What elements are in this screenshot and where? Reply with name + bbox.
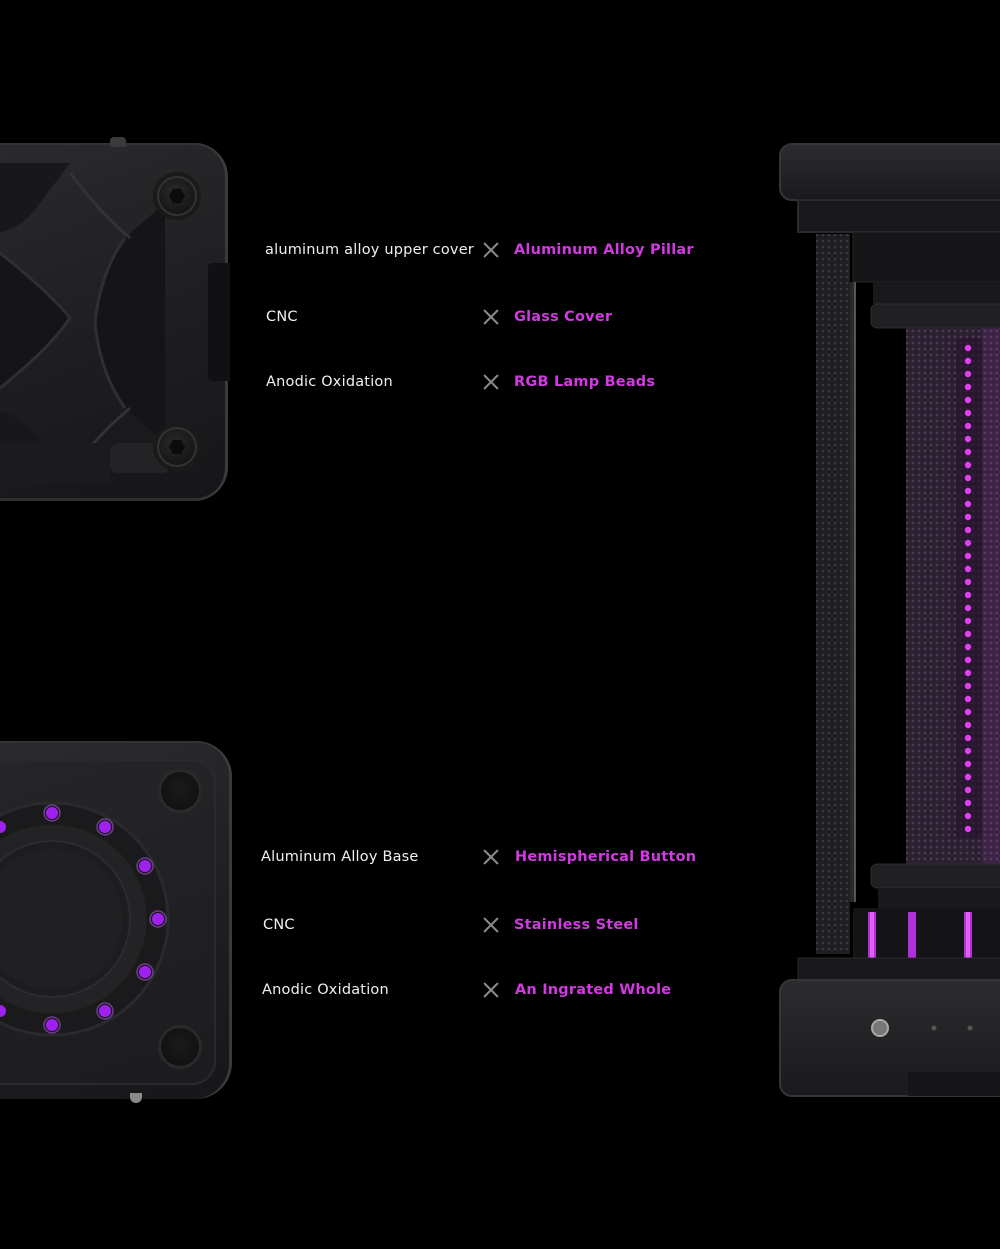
- spec-row: Anodic Oxidation An Ingrated Whole: [0, 975, 1000, 1005]
- rgb-lamp-bead: [964, 474, 972, 482]
- rgb-lamp-bead: [964, 825, 972, 833]
- x-icon: [483, 982, 499, 998]
- rgb-lamp-bead: [964, 630, 972, 638]
- x-icon: [483, 849, 499, 865]
- spec-process-label: aluminum alloy upper cover: [265, 242, 474, 258]
- spec-process-label: CNC: [263, 917, 295, 933]
- rgb-lamp-bead: [964, 669, 972, 677]
- spec-process-label: Anodic Oxidation: [266, 374, 393, 390]
- spec-feature-label: Hemispherical Button: [515, 849, 697, 865]
- rgb-lamp-bead: [964, 487, 972, 495]
- rgb-lamp-bead: [964, 799, 972, 807]
- rgb-lamp-bead: [964, 591, 972, 599]
- rgb-lamp-bead: [964, 812, 972, 820]
- spec-process-label: Anodic Oxidation: [262, 982, 389, 998]
- rgb-lamp-bead: [964, 357, 972, 365]
- hex-screw-icon: [157, 176, 197, 216]
- rgb-lamp-bead: [964, 409, 972, 417]
- rgb-lamp-bead: [964, 760, 972, 768]
- rgb-lamp-bead: [964, 526, 972, 534]
- spec-feature-label: Stainless Steel: [514, 917, 639, 933]
- spec-feature-label: RGB Lamp Beads: [514, 374, 656, 390]
- x-icon: [483, 242, 499, 258]
- rgb-lamp-bead: [964, 344, 972, 352]
- aluminum-base-render: [0, 741, 232, 1103]
- rgb-lamp-bead: [964, 643, 972, 651]
- rgb-lamp-bead: [964, 695, 972, 703]
- rgb-lamp-bead: [964, 721, 972, 729]
- rgb-lamp-bead: [964, 448, 972, 456]
- spec-process-label: CNC: [266, 309, 298, 325]
- rgb-lamp-bead: [964, 734, 972, 742]
- spec-feature-label: Aluminum Alloy Pillar: [514, 242, 694, 258]
- cover-side-tab: [208, 263, 230, 381]
- spec-row: CNC Glass Cover: [0, 302, 1000, 332]
- spec-row: CNC Stainless Steel: [0, 910, 1000, 940]
- spec-feature-label: Glass Cover: [514, 309, 613, 325]
- hex-screw-icon: [157, 427, 197, 467]
- rgb-lamp-bead: [964, 747, 972, 755]
- mount-hole-icon: [161, 772, 199, 810]
- spec-row: Aluminum Alloy Base Hemispherical Button: [0, 842, 1000, 872]
- spec-row: Anodic Oxidation RGB Lamp Beads: [0, 367, 1000, 397]
- spec-feature-label: An Ingrated Whole: [515, 982, 672, 998]
- x-icon: [483, 917, 499, 933]
- led-ring: [0, 801, 170, 1037]
- rgb-lamp-bead: [964, 422, 972, 430]
- rgb-lamp-bead: [964, 682, 972, 690]
- rgb-lamp-bead: [964, 383, 972, 391]
- mount-hole-icon: [161, 1028, 199, 1066]
- rgb-lamp-bead: [964, 539, 972, 547]
- cover-top-tab: [110, 137, 126, 147]
- spec-process-label: Aluminum Alloy Base: [261, 849, 419, 865]
- rgb-lamp-bead: [964, 370, 972, 378]
- upper-cover-render: [0, 137, 230, 501]
- rgb-lamp-bead: [964, 461, 972, 469]
- spec-row: aluminum alloy upper cover Aluminum Allo…: [0, 235, 1000, 265]
- pillar-device-render: [778, 142, 1000, 1100]
- rgb-lamp-bead: [964, 708, 972, 716]
- cover-x-relief: [0, 163, 170, 483]
- rgb-lamp-bead: [964, 786, 972, 794]
- base-foot: [130, 1093, 142, 1103]
- rgb-lamp-bead: [964, 656, 972, 664]
- rgb-lamp-bead: [964, 435, 972, 443]
- rgb-lamp-bead: [964, 513, 972, 521]
- rgb-lamp-bead: [964, 578, 972, 586]
- rgb-lamp-bead: [964, 773, 972, 781]
- rgb-lamp-bead: [964, 500, 972, 508]
- x-icon: [483, 374, 499, 390]
- rgb-lamp-bead: [964, 552, 972, 560]
- rgb-lamp-bead: [964, 617, 972, 625]
- x-icon: [483, 309, 499, 325]
- rgb-lamp-bead: [964, 396, 972, 404]
- rgb-lamp-bead: [964, 565, 972, 573]
- rgb-lamp-bead: [964, 604, 972, 612]
